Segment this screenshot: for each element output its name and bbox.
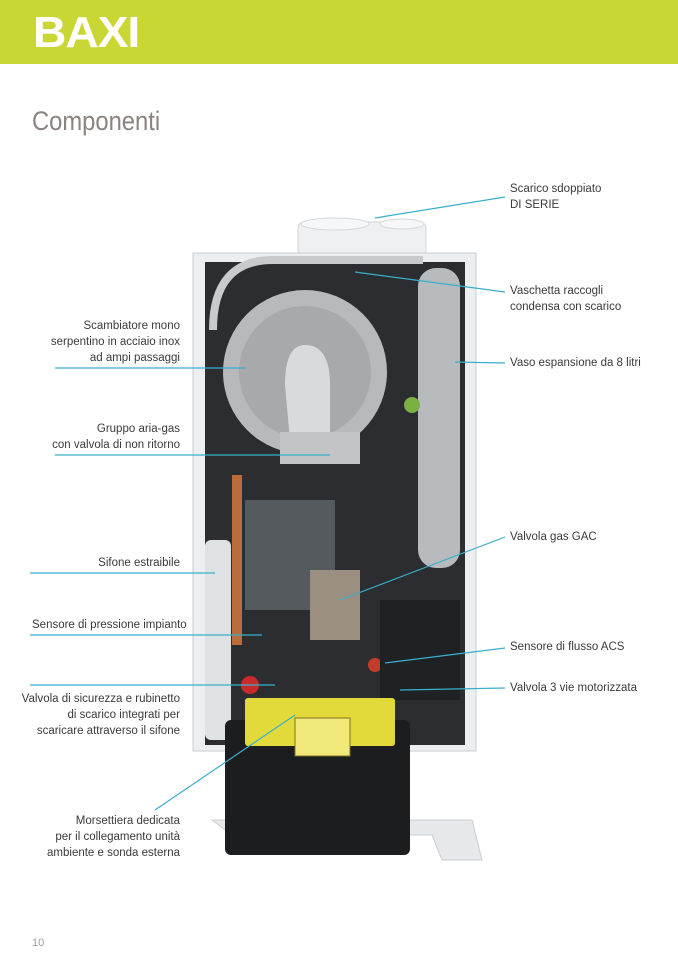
leader-line [384, 647, 506, 664]
label-valvola-sicurezza: Valvola di sicurezza e rubinetto di scar… [22, 691, 180, 739]
page-title: Componenti [32, 106, 161, 136]
label-line: per il collegamento unità [55, 831, 180, 843]
label-scarico: Scarico sdoppiato DI SERIE [510, 181, 601, 213]
leader-line [454, 361, 506, 364]
label-line: Scarico sdoppiato [510, 183, 602, 195]
label-valvola-gas: Valvola gas GAC [510, 529, 597, 545]
label-sensore-flusso: Sensore di flusso ACS [510, 639, 624, 655]
label-line: Vaso espansione da 8 litri [510, 357, 641, 369]
label-line: di scarico integrati per [67, 709, 181, 721]
label-line: con valvola di non ritorno [52, 439, 180, 451]
leader-line [154, 714, 296, 811]
label-line: DI SERIE [510, 199, 560, 211]
label-vaschetta: Vaschetta raccogli condensa con scarico [510, 283, 621, 315]
label-line: ambiente e sonda esterna [47, 847, 180, 859]
label-gruppo-aria-gas: Gruppo aria-gas con valvola di non ritor… [52, 421, 180, 453]
label-morsettiera: Morsettiera dedicata per il collegamento… [47, 813, 180, 861]
label-line: Vaschetta raccogli [510, 285, 604, 297]
leader-line [339, 536, 506, 601]
leader-line [354, 271, 506, 293]
label-line: Valvola di sicurezza e rubinetto [21, 693, 180, 705]
label-line: Sensore di pressione impianto [32, 619, 187, 631]
label-valvola-3-vie: Valvola 3 vie motorizzata [510, 680, 637, 696]
label-line: serpentino in acciaio inox [50, 336, 180, 348]
label-line: Sensore di flusso ACS [510, 641, 625, 653]
label-vaso-espansione: Vaso espansione da 8 litri [510, 355, 641, 371]
brand-header: BAXI [0, 0, 678, 64]
label-line: Gruppo aria-gas [96, 423, 180, 435]
leader-line [399, 687, 506, 691]
label-line: Morsettiera dedicata [75, 815, 180, 827]
label-line: condensa con scarico [510, 301, 622, 313]
leader-line [374, 196, 506, 219]
label-sifone: Sifone estraibile [98, 555, 180, 571]
label-line: Valvola gas GAC [510, 531, 597, 543]
label-line: scaricare attraverso il sifone [36, 725, 180, 737]
page-number: 10 [32, 937, 45, 949]
label-line: Scambiatore mono [83, 320, 180, 332]
baxi-logo: BAXI [33, 8, 140, 57]
label-line: ad ampi passaggi [89, 352, 180, 364]
label-scambiatore: Scambiatore mono serpentino in acciaio i… [51, 318, 180, 366]
label-line: Valvola 3 vie motorizzata [510, 682, 637, 694]
label-line: Sifone estraibile [98, 557, 180, 569]
label-sensore-pressione: Sensore di pressione impianto [32, 617, 187, 633]
